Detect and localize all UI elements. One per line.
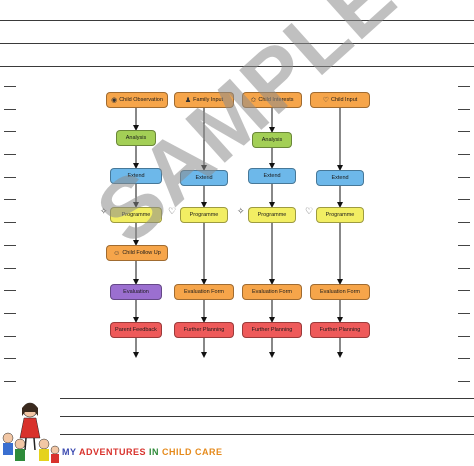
node-label: Parent Feedback [115,327,157,333]
margin-dash [458,245,470,246]
logo-word: MY [62,447,80,457]
node-label: Family Input [193,97,224,103]
margin-dash [458,381,470,382]
node-label: Programme [325,212,355,218]
node-programme: Programme [180,207,228,223]
node-evaluation-form: Evaluation Form [174,284,234,300]
children-illustration [2,402,60,463]
ruled-line [0,43,474,44]
node-programme: Programme [316,207,364,223]
node-label: Evaluation Form [251,289,293,295]
node-label: Analysis [261,137,283,143]
eye-icon: ◉ [111,97,118,104]
node-analysis: Analysis [116,130,156,146]
margin-dash [4,268,16,269]
margin-dash [4,313,16,314]
node-child-observation: ◉Child Observation [106,92,168,108]
margin-dash [4,336,16,337]
node-extend: Extend [180,170,228,186]
margin-dash [4,109,16,110]
child-icon: ☺ [113,249,121,257]
node-label: Further Planning [251,327,293,333]
node-label: Extend [127,173,145,179]
margin-dash [458,290,470,291]
sparkle-icon: ✧ [100,206,108,216]
star-icon: ✩ [250,97,257,104]
logo-word: CHILD CARE [162,447,223,457]
node-evaluation: Evaluation [110,284,162,300]
node-programme: Programme [110,207,162,223]
ruled-line [60,434,474,435]
margin-dash [4,131,16,132]
margin-dash [4,381,16,382]
ruled-line [0,66,474,67]
margin-dash [458,109,470,110]
node-label: Further Planning [183,327,225,333]
node-child-follow-up: ☺Child Follow Up [106,245,168,261]
margin-dash [458,336,470,337]
margin-dash [4,358,16,359]
node-child-input: ♡Child Input [310,92,370,108]
node-label: Child Follow Up [122,250,161,256]
node-label: Programme [189,212,219,218]
margin-dash [4,86,16,87]
margin-dash [458,358,470,359]
margin-dash [4,177,16,178]
margin-dash [458,177,470,178]
node-child-interests: ✩Child Interests [242,92,302,108]
margin-dash [4,199,16,200]
margin-dash [458,313,470,314]
node-label: Further Planning [319,327,361,333]
node-label: Extend [263,173,281,179]
sparkle-icon: ✧ [237,206,245,216]
family-icon: ♟ [184,97,192,104]
node-evaluation-form: Evaluation Form [242,284,302,300]
node-label: Evaluation Form [183,289,225,295]
node-family-input: ♟Family Input [174,92,234,108]
node-extend: Extend [110,168,162,184]
heart-icon: ♡ [168,206,177,216]
margin-dash [458,222,470,223]
brand-logo-text: MY ADVENTURES IN CHILD CARE [62,447,223,457]
margin-dash [4,245,16,246]
ruled-line [0,20,474,21]
margin-dash [458,199,470,200]
node-label: Analysis [125,135,147,141]
node-label: Programme [257,212,287,218]
node-further-planning: Further Planning [174,322,234,338]
node-evaluation-form: Evaluation Form [310,284,370,300]
ruled-line [60,416,474,417]
margin-dash [458,154,470,155]
node-parent-feedback: Parent Feedback [110,322,162,338]
margin-dash [458,268,470,269]
heart-icon: ♡ [322,97,329,104]
node-further-planning: Further Planning [310,322,370,338]
node-label: Evaluation [123,289,149,295]
node-programme: Programme [248,207,296,223]
node-label: Extend [331,175,349,181]
logo-word: IN [146,447,163,457]
node-extend: Extend [316,170,364,186]
node-label: Child Interests [258,97,294,103]
ruled-line [60,398,474,399]
margin-dash [458,131,470,132]
node-label: Child Observation [119,97,163,103]
margin-dash [458,86,470,87]
margin-dash [4,290,16,291]
node-label: Evaluation Form [319,289,361,295]
node-label: Extend [195,175,213,181]
margin-dash [4,154,16,155]
node-extend: Extend [248,168,296,184]
margin-dash [4,222,16,223]
node-analysis: Analysis [252,132,292,148]
node-label: Programme [121,212,151,218]
node-label: Child Input [330,97,358,103]
node-further-planning: Further Planning [242,322,302,338]
logo-word: ADVENTURES [79,447,147,457]
heart-icon: ♡ [305,206,314,216]
